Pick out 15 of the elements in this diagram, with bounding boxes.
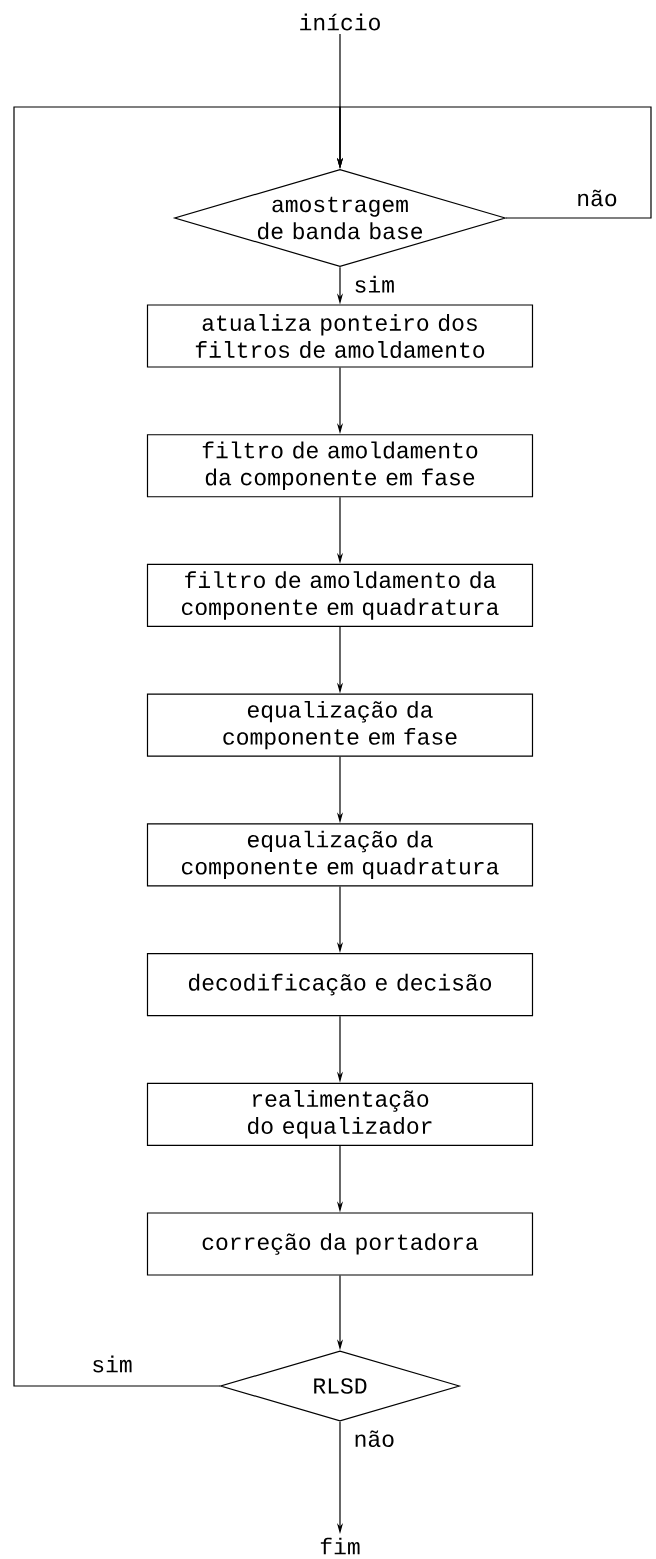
process-box: filtro de amoldamento da componente em fase [146, 434, 534, 498]
process-box: equalização da componente em quadratura [146, 823, 534, 887]
process-box: correção da portadora [146, 1212, 534, 1276]
arrow [13, 106, 344, 1387]
edge-label: sim [93, 1355, 132, 1373]
process-box: filtro de amoldamento da componente em quadratura [146, 563, 534, 628]
process-box: decodificação e decisão [146, 953, 534, 1017]
edge-label: não [355, 1430, 394, 1447]
edge-label: não [578, 189, 617, 207]
terminal-label: início [300, 13, 380, 31]
process-box: equalização da componente em fase [146, 693, 534, 757]
terminal-label: fim [320, 1537, 360, 1555]
edge-label: sim [355, 275, 394, 293]
process-box: realimentação do equalizador [146, 1082, 534, 1146]
process-box: atualiza ponteiro dos filtros de amoldamento [146, 304, 534, 368]
